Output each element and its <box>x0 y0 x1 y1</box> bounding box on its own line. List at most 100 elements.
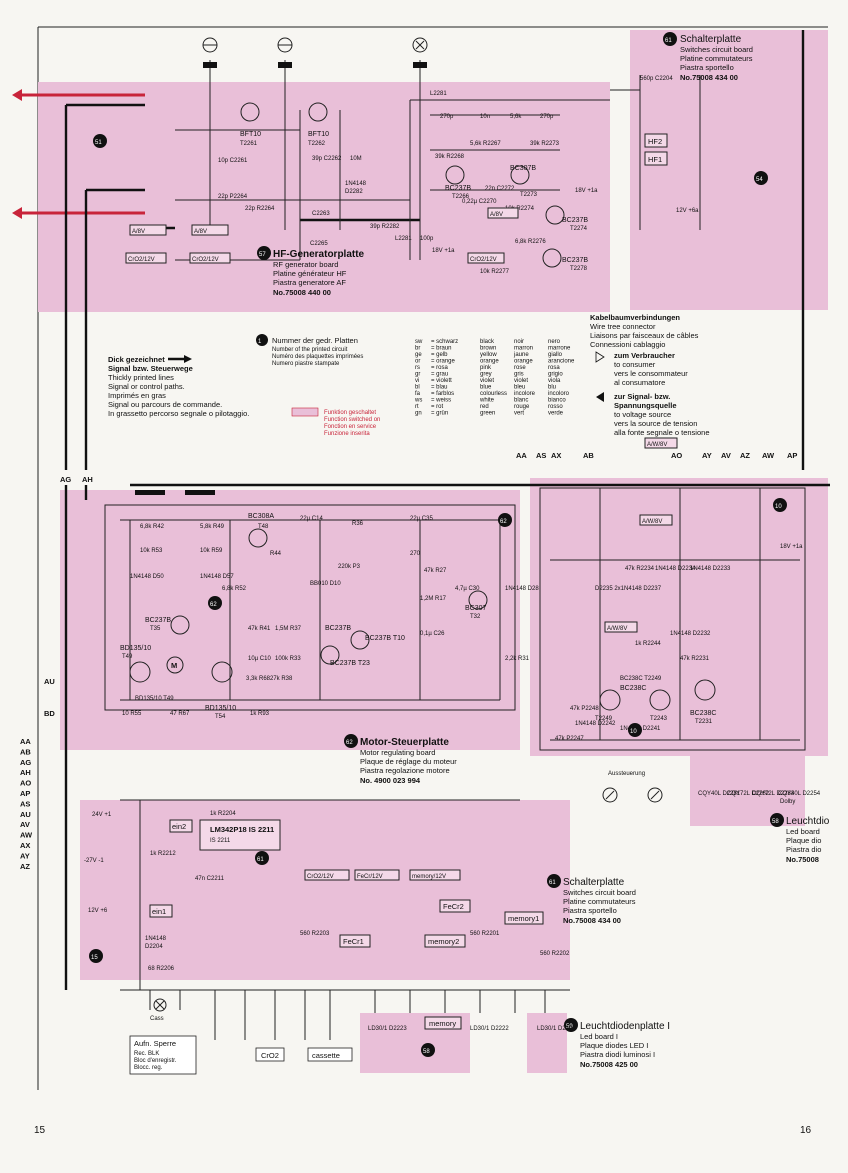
color-code-rs-4: rosa <box>548 365 560 371</box>
tag-a8v-1: A/8V <box>132 229 145 235</box>
svg-text:BC237B: BC237B <box>445 185 471 192</box>
svg-text:Signal bzw. Steuerwege: Signal bzw. Steuerwege <box>108 364 193 373</box>
svg-text:Thickly printed lines: Thickly printed lines <box>108 373 174 382</box>
svg-text:58: 58 <box>423 1049 430 1055</box>
badge-62-top: 62 <box>498 513 512 527</box>
board-title-switch-top: 61 Schalterplatte Switches circuit board… <box>663 32 753 82</box>
svg-text:68 R2206: 68 R2206 <box>148 966 175 972</box>
svg-text:T2266: T2266 <box>452 194 470 200</box>
tag-a8v-2: A/8V <box>194 229 207 235</box>
svg-text:Led board I: Led board I <box>580 1032 618 1041</box>
svg-text:CQY72L D2282: CQY72L D2282 <box>727 791 770 797</box>
svg-text:Dick gezeichnet: Dick gezeichnet <box>108 355 165 364</box>
hf-circuit: BFT10 T2261 BFT10 T2262 10p C2261 39p C2… <box>175 37 598 275</box>
color-code-gn-4: verde <box>548 411 564 417</box>
svg-text:T54: T54 <box>215 714 226 720</box>
color-code-vi-1: = violett <box>431 378 452 384</box>
svg-text:270p: 270p <box>440 114 454 120</box>
signal-paths <box>64 30 830 990</box>
svg-text:1,2M R17: 1,2M R17 <box>420 596 447 602</box>
color-code-gr-3: gris <box>514 372 524 378</box>
color-code-or-4: arancione <box>548 359 575 365</box>
color-code-gr-1: = grau <box>431 372 448 378</box>
svg-text:T2274: T2274 <box>570 226 588 232</box>
right-circuit: BC238C T2249 T2243 BC238C T2231 47k R223… <box>539 487 806 803</box>
svg-text:10k R2274: 10k R2274 <box>505 206 535 212</box>
svg-text:Platine commutateurs: Platine commutateurs <box>563 897 636 906</box>
svg-text:Wire tree connector: Wire tree connector <box>590 322 656 331</box>
label-cass: Cass <box>150 1016 164 1022</box>
tag-bd: BD <box>44 709 55 718</box>
badge-10-top: 10 <box>773 498 787 512</box>
svg-text:CQY72L D2283: CQY72L D2283 <box>752 791 795 797</box>
bus-label-ag: AG <box>20 758 31 767</box>
svg-text:LD30/1 D2221: LD30/1 D2221 <box>537 1026 576 1032</box>
svg-text:No.75008 425 00: No.75008 425 00 <box>580 1060 638 1069</box>
svg-text:22µ C35: 22µ C35 <box>410 516 433 522</box>
color-code-fa-4: incoloro <box>548 391 570 397</box>
svg-text:Bloc d'enregistr.: Bloc d'enregistr. <box>134 1058 177 1064</box>
color-code-gn-2: green <box>480 411 495 417</box>
svg-text:BD135/10: BD135/10 <box>205 705 236 712</box>
svg-text:BFT10: BFT10 <box>240 131 261 138</box>
svg-text:1N4148: 1N4148 <box>345 181 367 187</box>
color-code-ws-2: white <box>479 398 495 404</box>
switch-circuit-top: HF2 HF1 560p C2204 <box>639 75 701 230</box>
svg-text:Piastra regolazione motore: Piastra regolazione motore <box>360 766 450 775</box>
hf-component-labels: L2281 <box>430 91 447 97</box>
svg-text:47k R2231: 47k R2231 <box>680 656 710 662</box>
svg-text:1N4148 D2234: 1N4148 D2234 <box>655 566 696 572</box>
svg-text:47k P2248: 47k P2248 <box>570 706 599 712</box>
switch-memory2: memory2 <box>428 937 459 946</box>
badge-62-mid: 62 <box>208 596 222 610</box>
bus-top-aa: AA <box>516 451 527 460</box>
bus-top-aw: AW <box>762 451 775 460</box>
svg-text:L2281: L2281 <box>395 236 412 242</box>
svg-text:IS 2211: IS 2211 <box>210 838 231 844</box>
color-code-br-2: brown <box>480 346 496 352</box>
svg-text:No.75008 434 00: No.75008 434 00 <box>563 916 621 925</box>
badge-10-mid: 10 <box>628 723 642 737</box>
color-code-ge-2: yellow <box>480 352 497 358</box>
svg-text:10: 10 <box>630 729 637 735</box>
svg-text:0,22µ C2270: 0,22µ C2270 <box>462 199 497 205</box>
svg-text:1: 1 <box>258 339 262 345</box>
svg-text:Schalterplatte: Schalterplatte <box>563 877 625 888</box>
switch-hf2: HF2 <box>648 137 662 146</box>
svg-text:T2262: T2262 <box>308 141 326 147</box>
svg-text:6,8k R42: 6,8k R42 <box>140 524 165 530</box>
page-number-left: 15 <box>34 1125 46 1136</box>
switch-hf1: HF1 <box>648 155 662 164</box>
svg-text:1N4148 D57: 1N4148 D57 <box>200 574 234 580</box>
label-dolby: Dolby <box>780 799 795 805</box>
color-code-vi-4: viola <box>548 378 561 384</box>
svg-text:Function switched on: Function switched on <box>324 417 380 423</box>
aufn-sperre: Aufn. Sperre <box>134 1039 176 1048</box>
svg-text:T35: T35 <box>150 626 161 632</box>
switch-fecr2: FeCr2 <box>443 902 464 911</box>
bus-label-aw: AW <box>20 831 33 840</box>
led-labels: LD30/1 D2223 LD30/1 D2222 LD30/1 D2221 C… <box>368 791 821 1032</box>
svg-text:62: 62 <box>500 519 507 525</box>
svg-text:No.75008 440 00: No.75008 440 00 <box>273 288 331 297</box>
color-code-ge-0: ge <box>415 352 422 358</box>
bus-label-ao: AO <box>20 779 31 788</box>
svg-text:CQY40L D2281: CQY40L D2281 <box>698 791 741 797</box>
color-code-ws-3: blanc <box>514 398 528 404</box>
svg-text:RF generator board: RF generator board <box>273 260 338 269</box>
regulator-label: LM342P18 IS 2211 <box>210 825 274 834</box>
color-code-ws-4: bianco <box>548 398 566 404</box>
svg-text:Numéro des plaquettes imprimée: Numéro des plaquettes imprimées <box>272 354 363 360</box>
svg-text:D2282: D2282 <box>345 189 363 195</box>
color-code-rs-2: pink <box>480 365 492 371</box>
svg-text:Funzione inserita: Funzione inserita <box>324 431 370 437</box>
svg-text:22p R2264: 22p R2264 <box>245 206 275 212</box>
board-title-switch-bottom: 61 Schalterplatte Switches circuit board… <box>547 874 636 925</box>
svg-text:39k R2268: 39k R2268 <box>435 154 465 160</box>
svg-text:vers la source de tension: vers la source de tension <box>614 419 697 428</box>
svg-text:47k P2247: 47k P2247 <box>555 736 584 742</box>
bus-label-aa: AA <box>20 737 31 746</box>
color-code-rs-1: = rosa <box>431 365 449 371</box>
board-title-motor: 62 Motor-Steuerplatte Motor regulating b… <box>344 734 457 785</box>
